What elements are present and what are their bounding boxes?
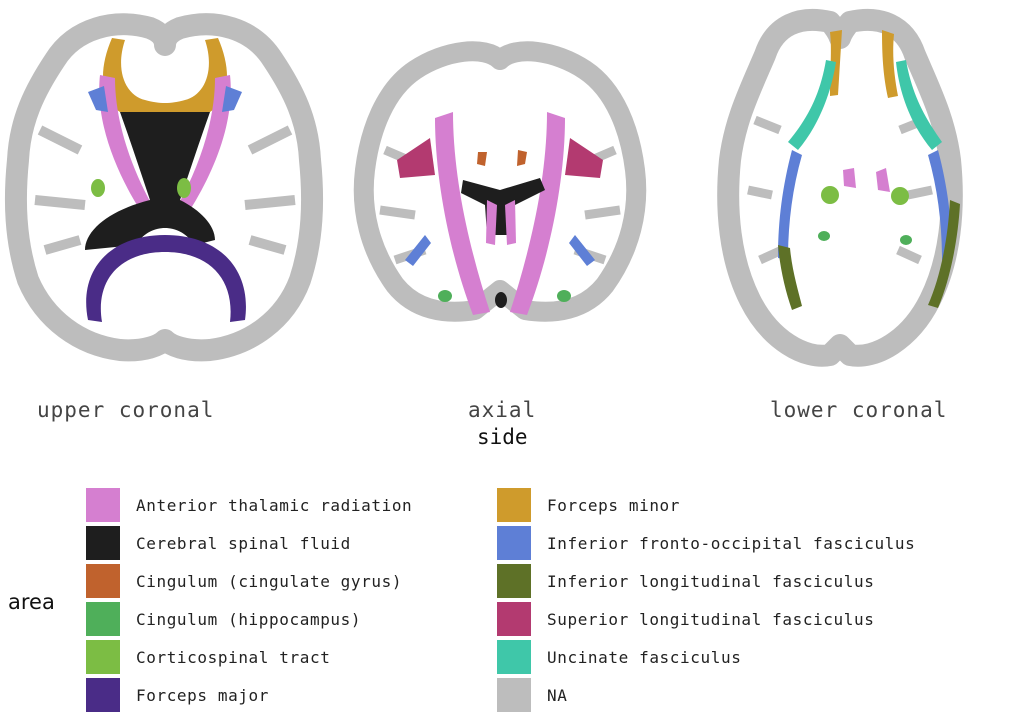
legend-label: Corticospinal tract (136, 648, 330, 667)
corticospinal-tract-region (821, 186, 839, 204)
anterior-thalamic-radiation-region (505, 200, 516, 245)
legend-item: Cingulum (hippocampus) (86, 600, 412, 638)
facet-title: side (477, 425, 528, 449)
view-label-axial: axial (468, 398, 536, 422)
legend-item: Inferior longitudinal fasciculus (497, 562, 915, 600)
legend-label: Inferior fronto-occipital fasciculus (547, 534, 915, 553)
legend-label: Cerebral spinal fluid (136, 534, 351, 553)
uncinate-fasciculus-region (788, 60, 836, 150)
legend-label: Forceps minor (547, 496, 680, 515)
cingulum-hippocampus-region (818, 231, 830, 241)
legend-label: Cingulum (hippocampus) (136, 610, 361, 629)
lower-coronal-slice (680, 0, 1010, 390)
inferior-longitudinal-region (778, 245, 802, 310)
corticospinal-tract-region (891, 187, 909, 205)
legend-item: Forceps minor (497, 486, 915, 524)
cingulum-cingulate-region (517, 150, 527, 166)
upper-coronal-panel (0, 0, 330, 390)
superior-longitudinal-region (565, 138, 603, 178)
legend-swatch (497, 678, 531, 712)
corticospinal-tract-region (177, 178, 191, 198)
legend-swatch (497, 526, 531, 560)
lower-coronal-panel (680, 0, 1010, 390)
corticospinal-tract-region (91, 179, 105, 197)
legend-item: Forceps major (86, 676, 412, 714)
cingulum-hippocampus-region (438, 290, 452, 302)
legend-swatch (86, 678, 120, 712)
legend-label: Anterior thalamic radiation (136, 496, 412, 515)
legend-swatch (86, 488, 120, 522)
legend-item: Corticospinal tract (86, 638, 412, 676)
legend-item: Uncinate fasciculus (497, 638, 915, 676)
cerebral-spinal-fluid-region (461, 178, 545, 235)
na-region (728, 20, 952, 356)
legend-column-left: Anterior thalamic radiation Cerebral spi… (86, 486, 412, 714)
legend-item: NA (497, 676, 915, 714)
inferior-fronto-occipital-region (405, 235, 431, 266)
legend-swatch (497, 602, 531, 636)
legend-item: Cerebral spinal fluid (86, 524, 412, 562)
anterior-thalamic-radiation-region (843, 168, 856, 188)
legend-label: NA (547, 686, 567, 705)
legend-label: Cingulum (cingulate gyrus) (136, 572, 402, 591)
view-label-upper-coronal: upper coronal (37, 398, 214, 422)
forceps-major-region (86, 235, 246, 322)
legend-item: Inferior fronto-occipital fasciculus (497, 524, 915, 562)
anterior-thalamic-radiation-region (486, 200, 497, 245)
axial-panel (335, 0, 665, 390)
legend-swatch (497, 640, 531, 674)
legend-swatch (86, 640, 120, 674)
legend-item: Cingulum (cingulate gyrus) (86, 562, 412, 600)
view-label-lower-coronal: lower coronal (770, 398, 947, 422)
legend-label: Superior longitudinal fasciculus (547, 610, 874, 629)
legend-label: Uncinate fasciculus (547, 648, 741, 667)
inferior-fronto-occipital-region (778, 150, 802, 260)
cingulum-cingulate-region (477, 152, 487, 166)
legend-item: Superior longitudinal fasciculus (497, 600, 915, 638)
legend-column-right: Forceps minor Inferior fronto-occipital … (497, 486, 915, 714)
upper-coronal-slice (0, 0, 330, 390)
legend-swatch (497, 564, 531, 598)
legend-title: area (8, 590, 55, 614)
na-region (364, 51, 637, 311)
legend-swatch (86, 564, 120, 598)
cingulum-hippocampus-region (557, 290, 571, 302)
legend-label: Forceps major (136, 686, 269, 705)
anterior-thalamic-radiation-region (510, 112, 565, 315)
legend-item: Anterior thalamic radiation (86, 486, 412, 524)
inferior-fronto-occipital-region (569, 235, 595, 266)
anterior-thalamic-radiation-region (435, 112, 490, 315)
superior-longitudinal-region (397, 138, 435, 178)
legend-swatch (497, 488, 531, 522)
legend-swatch (86, 526, 120, 560)
axial-slice (335, 0, 665, 390)
anterior-thalamic-radiation-region (876, 168, 890, 192)
cingulum-hippocampus-region (900, 235, 912, 245)
legend-swatch (86, 602, 120, 636)
legend-label: Inferior longitudinal fasciculus (547, 572, 874, 591)
cerebral-spinal-fluid-region (495, 292, 507, 308)
